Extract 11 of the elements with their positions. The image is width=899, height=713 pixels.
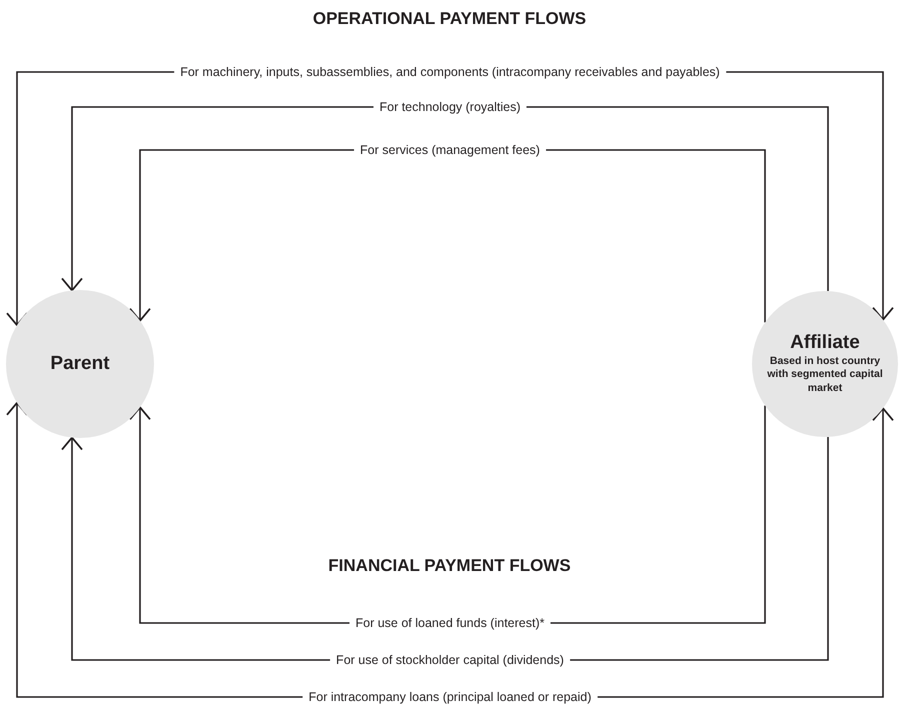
entity-name: Parent [50, 354, 110, 374]
edge-label: For intracompany loans (principal loaned or repaid) [302, 690, 598, 704]
entity-description: Based in host country with segmented capital market [766, 355, 884, 395]
edge-label: For use of stockholder capital (dividends) [330, 653, 570, 667]
entity-name: Affiliate [790, 333, 860, 354]
edge-label: For use of loaned funds (interest)* [350, 616, 550, 630]
diagram-title: OPERATIONAL PAYMENT FLOWS [312, 9, 588, 29]
edge-label: For machinery, inputs, subassemblies, and components (intracompany receivables and payables) [174, 65, 726, 79]
edge-label: For services (management fees) [354, 143, 546, 157]
edge-label: For technology (royalties) [373, 100, 527, 114]
section-heading: FINANCIAL PAYMENT FLOWS [327, 556, 572, 576]
